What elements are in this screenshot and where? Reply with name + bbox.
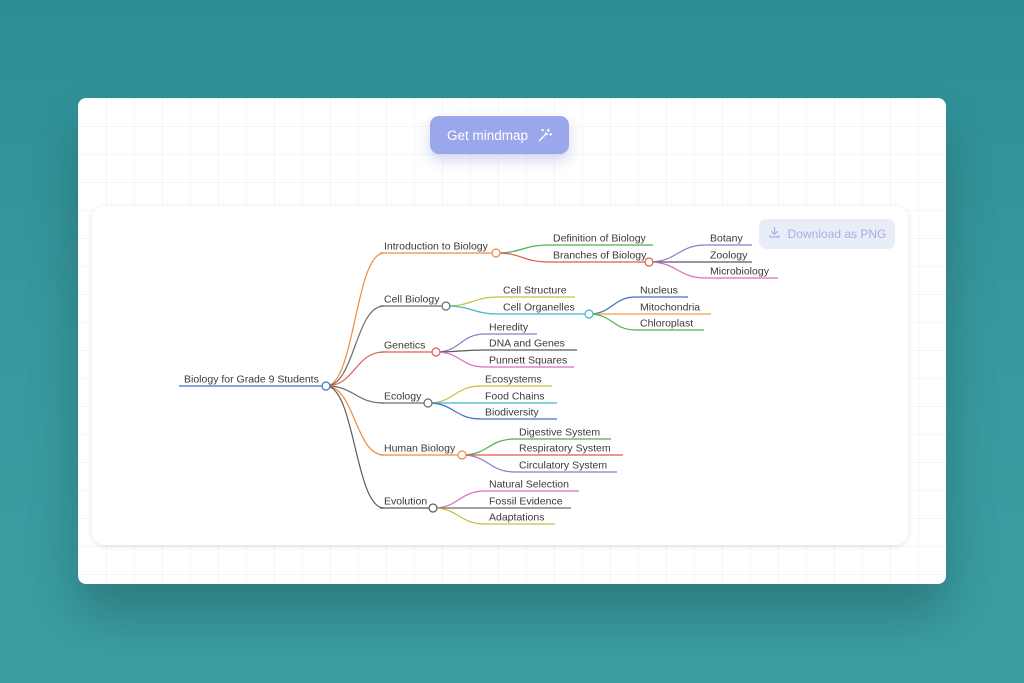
leaf-label: Cell Organelles [503, 302, 575, 314]
branch-label: Ecology [384, 391, 422, 403]
magic-wand-icon [537, 128, 553, 143]
get-mindmap-button[interactable]: Get mindmap [430, 116, 569, 154]
leaf-connector [427, 402, 482, 420]
leaf-connector [495, 244, 550, 254]
subleaf-label: Chloroplast [640, 318, 693, 330]
download-png-button[interactable]: Download as PNG [759, 219, 895, 249]
collapse-node[interactable] [428, 503, 438, 513]
mindmap-root-label: Biology for Grade 9 Students [184, 374, 319, 386]
subleaf-label: Microbiology [710, 266, 770, 278]
leaf-connector [435, 351, 486, 368]
leaf-label: Biodiversity [485, 407, 539, 419]
leaf-label: Respiratory System [519, 443, 611, 455]
subleaf-label: Botany [710, 233, 743, 245]
leaf-connector [445, 296, 500, 307]
collapse-node[interactable] [431, 347, 441, 357]
collapse-node[interactable] [457, 450, 467, 460]
collapse-node[interactable] [491, 248, 501, 258]
branch-connector [325, 385, 385, 456]
subleaf-connector [648, 261, 707, 279]
branch-connector [325, 305, 385, 387]
leaf-label: Definition of Biology [553, 233, 647, 245]
collapse-node[interactable] [321, 381, 331, 391]
leaf-connector [461, 454, 516, 473]
collapse-node[interactable] [441, 301, 451, 311]
mindmap-canvas: Biology for Grade 9 Students Introduction… [179, 233, 778, 525]
mindmap-generator-card: Get mindmap Biology for Grade 9 Students… [78, 98, 946, 584]
leaf-label: Branches of Biology [553, 250, 647, 262]
collapse-node[interactable] [644, 257, 654, 267]
collapse-node[interactable] [423, 398, 433, 408]
branch-label: Introduction to Biology [384, 241, 489, 253]
branch-connector [325, 385, 385, 509]
leaf-label: Punnett Squares [489, 355, 567, 367]
leaf-label: Food Chains [485, 391, 545, 403]
subleaf-connector [648, 244, 707, 263]
branch-label: Human Biology [384, 443, 456, 455]
leaf-label: Ecosystems [485, 374, 542, 386]
subleaf-label: Zoology [710, 250, 748, 262]
leaf-connector [495, 252, 550, 263]
leaf-connector [461, 438, 516, 456]
branch-connector [325, 385, 385, 404]
leaf-connector [432, 507, 486, 525]
leaf-label: DNA and Genes [489, 338, 565, 350]
collapse-node[interactable] [584, 309, 594, 319]
leaf-label: Fossil Evidence [489, 496, 563, 508]
leaf-label: Cell Structure [503, 285, 567, 297]
leaf-connector [445, 305, 500, 315]
download-icon [768, 226, 781, 242]
subleaf-connector [588, 313, 637, 331]
get-mindmap-label: Get mindmap [446, 127, 529, 143]
leaf-label: Adaptations [489, 512, 544, 524]
branch-label: Evolution [384, 496, 427, 508]
subleaf-label: Nucleus [640, 285, 678, 297]
mindmap-panel: Biology for Grade 9 Students Introduction… [92, 206, 908, 545]
subleaf-label: Mitochondria [640, 302, 700, 314]
branch-label: Cell Biology [384, 294, 440, 306]
leaf-label: Digestive System [519, 427, 600, 439]
branch-label: Genetics [384, 340, 425, 352]
download-label: Download as PNG [787, 227, 887, 241]
branch-connector [325, 252, 385, 387]
leaf-label: Circulatory System [519, 460, 607, 472]
leaf-label: Natural Selection [489, 479, 569, 491]
subleaf-connector [588, 296, 637, 315]
leaf-label: Heredity [489, 322, 529, 334]
leaf-connector [435, 333, 486, 353]
branch-connector [325, 351, 385, 387]
leaf-connector [427, 385, 482, 404]
leaf-connector [432, 490, 486, 509]
